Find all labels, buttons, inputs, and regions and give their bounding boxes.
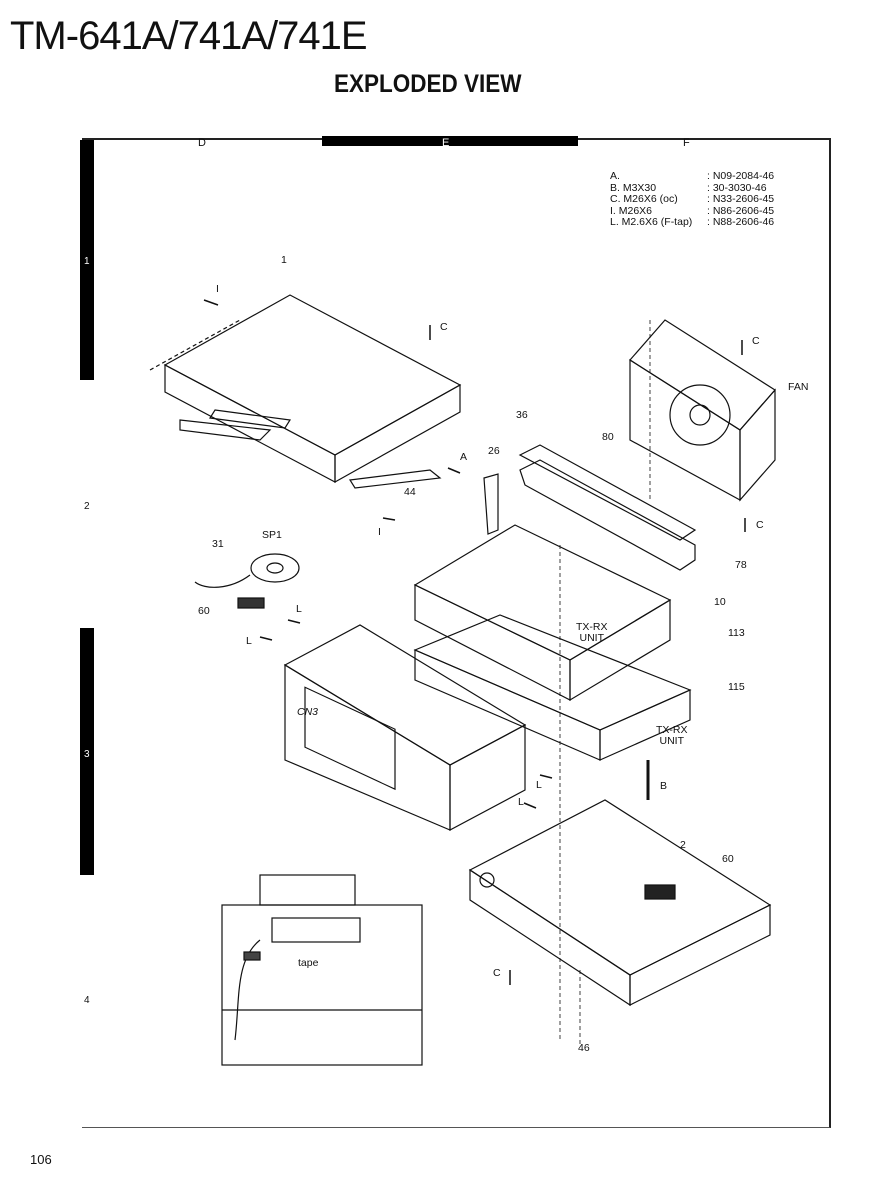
parts-list: A. : N09-2084-46 B. M3X30 : 30-3030-46 C. … [610, 170, 775, 229]
callout: 31 [212, 538, 224, 550]
bracket [483, 473, 499, 535]
part-key: B. M3X30 [610, 181, 657, 194]
callout: I [216, 283, 219, 295]
callout: A [460, 451, 468, 463]
callout: 36 [516, 409, 528, 421]
heatsink-bracket [518, 444, 697, 571]
grid-band [80, 628, 94, 875]
callout: TX-RX UNIT [576, 621, 608, 644]
row-label: 1 [84, 256, 90, 267]
part-number: : N86-2606-45 [707, 204, 775, 217]
callout: TX-RX UNIT [656, 724, 688, 747]
speaker-wire [194, 574, 251, 588]
callout: C [752, 335, 760, 347]
callout: SP1 [262, 529, 282, 541]
part-number: : N33-2606-45 [707, 193, 775, 205]
speaker [250, 553, 300, 583]
tx-rx-unit [413, 524, 672, 702]
callout: L [296, 603, 302, 615]
guide-lines [559, 320, 651, 1045]
pad [237, 597, 265, 609]
parts-row: A. : N09-2084-46 [610, 170, 775, 183]
callout: 10 [714, 596, 726, 608]
row-label: 4 [84, 995, 90, 1006]
row-label: 2 [84, 501, 90, 512]
row-label: 3 [84, 749, 90, 760]
parts-row: I. M26X6 : N86-2606-45 [610, 204, 775, 218]
part-number: : N88-2606-46 [707, 216, 775, 228]
callout: C [493, 967, 501, 979]
column-label: E [442, 137, 450, 149]
callout: C [756, 519, 764, 531]
section-title: EXPLODED VIEW [334, 70, 522, 98]
callout: 60 [722, 853, 734, 865]
part-key: L. M2.6X6 (F-tap) [610, 216, 693, 228]
screws [203, 299, 746, 985]
callout: 26 [488, 445, 500, 457]
callout: 80 [602, 431, 614, 443]
parts-row: B. M3X30 : 30-3030-46 [610, 181, 774, 195]
callout: 46 [578, 1042, 590, 1054]
callout: I [378, 526, 381, 538]
callout: FAN [788, 381, 809, 393]
column-label: D [198, 137, 206, 149]
connector-label: CN3 [297, 706, 319, 718]
callout: 2 [680, 839, 686, 851]
page-title: TM-641A/741A/741E [10, 14, 368, 58]
callout: 115 [728, 681, 745, 693]
parts-row: L. M2.6X6 (F-tap) : N88-2606-46 [610, 216, 775, 229]
grid-band [322, 136, 578, 146]
callout: 78 [735, 559, 747, 571]
callout: 44 [404, 486, 416, 498]
page-number: 106 [30, 1152, 52, 1167]
column-label: F [683, 137, 690, 149]
callout: L [518, 796, 524, 808]
callout: 1 [281, 254, 287, 266]
callout: L [536, 779, 542, 791]
callout: L [246, 635, 252, 647]
top-cover [149, 294, 462, 489]
callout: tape [298, 957, 319, 969]
fan-assembly [629, 319, 776, 502]
part-number: : N09-2084-46 [707, 170, 775, 182]
callout: C [440, 321, 448, 333]
inset-detail [221, 874, 423, 1066]
chassis [283, 624, 527, 831]
callout: 113 [728, 627, 745, 639]
part-number: : 30-3030-46 [707, 181, 767, 194]
grid-band [80, 140, 94, 380]
bottom-cover [468, 799, 772, 1007]
part-key: A. [610, 170, 620, 182]
part-key: C. M26X6 (oc) [610, 193, 678, 205]
callout: 60 [198, 605, 210, 617]
parts-row: C. M26X6 (oc) : N33-2606-45 [610, 193, 775, 206]
tx-rx-unit [413, 614, 692, 761]
part-key: I. M26X6 [610, 204, 653, 217]
callout: B [660, 780, 668, 792]
